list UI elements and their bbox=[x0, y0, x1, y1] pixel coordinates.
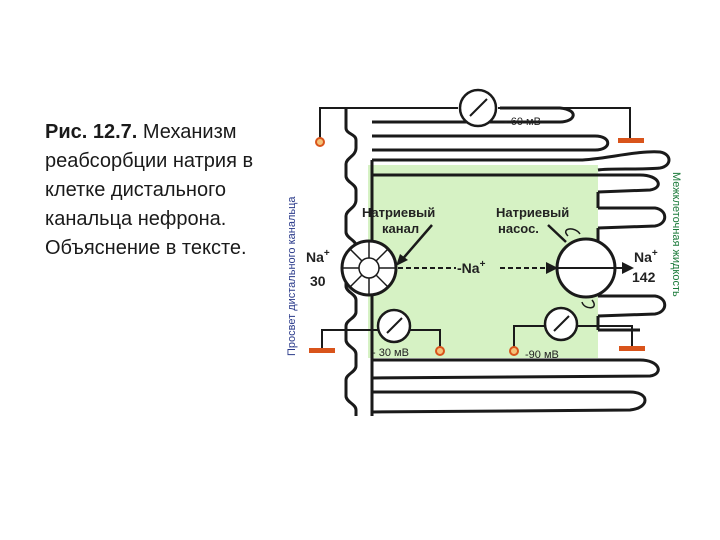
na-left-concentration: 30 bbox=[310, 273, 326, 289]
voltage-bottom-left-label: - 30 мВ bbox=[372, 347, 409, 359]
channel-label-line1: Натриевый bbox=[362, 205, 435, 220]
top-right-electrode bbox=[618, 138, 644, 143]
sodium-channel bbox=[340, 239, 398, 297]
na-left-ion: Na+ bbox=[306, 248, 330, 265]
sodium-flow-arrows bbox=[398, 262, 634, 274]
na-center-label: -Na+ bbox=[457, 259, 486, 276]
na-right-concentration: 142 bbox=[632, 269, 656, 285]
caption-text: Механизм реабсорбции натрия в клетке дис… bbox=[45, 121, 254, 259]
bottom-right-voltmeter-circuit: -90 мВ bbox=[509, 306, 645, 361]
figure-caption: Рис. 12.7. Механизм реабсорбции натрия в… bbox=[45, 118, 270, 263]
bottom-left-cell-electrode bbox=[435, 346, 445, 356]
channel-label-line2: канал bbox=[382, 221, 419, 236]
channel-pointer-arrow bbox=[399, 224, 433, 263]
bottom-right-interstitial-electrode bbox=[619, 346, 645, 351]
bottom-left-voltmeter-circuit: - 30 мВ bbox=[309, 308, 445, 359]
bottom-left-lumen-electrode bbox=[309, 348, 335, 353]
pump-label-line1: Натриевый bbox=[496, 205, 569, 220]
top-voltmeter-circuit: - 60 мВ bbox=[315, 88, 644, 147]
top-left-electrode bbox=[315, 137, 325, 147]
voltage-bottom-right-label: -90 мВ bbox=[525, 349, 559, 361]
basolateral-membrane bbox=[371, 106, 671, 414]
left-side-label: Просвет дистального канальца bbox=[286, 196, 298, 356]
na-right-ion: Na+ bbox=[634, 248, 658, 265]
bottom-right-cell-electrode bbox=[509, 346, 519, 356]
voltage-top-label: - 60 мВ bbox=[504, 116, 541, 128]
figure-number: Рис. 12.7. bbox=[45, 121, 138, 143]
pump-pointer-arrow bbox=[547, 224, 567, 243]
pump-label-line2: насос. bbox=[498, 221, 539, 236]
right-side-label: Межклеточная жидкость bbox=[670, 172, 682, 297]
